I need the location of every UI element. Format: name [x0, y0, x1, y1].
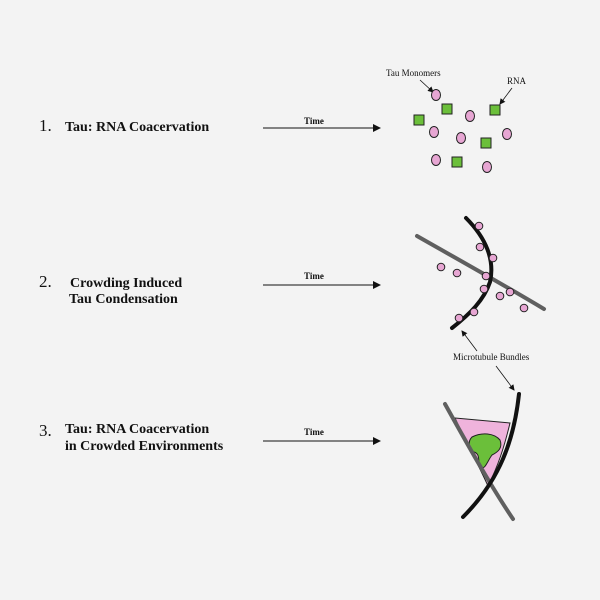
microtubule-pointer-down [495, 365, 515, 391]
microtubule-pointer-up [461, 330, 478, 352]
tau-monomer [502, 128, 512, 140]
microtubule-black [450, 216, 494, 330]
step-3-label-line-2: in Crowded Environments [65, 439, 224, 454]
microtubule-gray [415, 234, 546, 311]
bound-tau [519, 303, 529, 313]
step-1-number: 1. [39, 116, 52, 135]
step-2-label-line-2: Tau Condensation [69, 292, 178, 307]
bound-tau [505, 287, 515, 297]
tau-monomer [431, 89, 441, 101]
rna-strand [413, 114, 425, 126]
tau-monomers-pointer [419, 79, 434, 93]
step-2: 2. Crowding Induced Tau Condensation Tim… [39, 216, 546, 330]
tau-monomer [465, 110, 475, 122]
bound-tau [479, 284, 489, 294]
bound-tau-group [436, 221, 529, 323]
rna-strand [451, 156, 463, 168]
tau-monomer [482, 161, 492, 173]
step-1-result: Tau Monomers RNA [386, 68, 527, 173]
step-3-time-label: Time [304, 427, 324, 437]
microtubule-bundles-label: Microtubule Bundles [453, 352, 530, 362]
bound-tau [488, 253, 498, 263]
bound-tau [481, 271, 491, 281]
rna-strand [489, 104, 501, 116]
step-3-number: 3. [39, 421, 52, 440]
bound-tau [495, 291, 505, 301]
tau-monomers-label: Tau Monomers [386, 68, 441, 78]
step-1-time-label: Time [304, 116, 324, 126]
microtubule-black [461, 392, 521, 519]
bound-tau [454, 313, 464, 323]
tau-monomers-group [429, 89, 512, 173]
step-1-label: Tau: RNA Coacervation [65, 120, 209, 135]
step-3-label-line-1: Tau: RNA Coacervation [65, 422, 209, 437]
rna-label: RNA [507, 76, 527, 86]
tau-monomer [429, 126, 439, 138]
step-3: 3. Tau: RNA Coacervation in Crowded Envi… [39, 392, 521, 521]
step-2-result [415, 216, 546, 330]
bound-tau [475, 242, 485, 252]
rna-group [413, 103, 501, 168]
rna-pointer [499, 87, 513, 105]
step-2-label-line-1: Crowding Induced [70, 276, 182, 291]
rna-strand [441, 103, 453, 115]
step-3-result [443, 392, 521, 521]
microtubule-bundles-annotation: Microtubule Bundles [453, 330, 530, 391]
step-2-number: 2. [39, 272, 52, 291]
bound-tau [452, 268, 462, 278]
bound-tau [469, 307, 479, 317]
step-1: 1. Tau: RNA Coacervation Time Tau Monome… [39, 68, 527, 173]
bound-tau [436, 262, 446, 272]
tau-monomer [431, 154, 441, 166]
step-2-time-label: Time [304, 271, 324, 281]
microtubule-gray [443, 402, 515, 521]
bound-tau [474, 221, 484, 231]
rna-strand [480, 137, 492, 149]
tau-monomer [456, 132, 466, 144]
